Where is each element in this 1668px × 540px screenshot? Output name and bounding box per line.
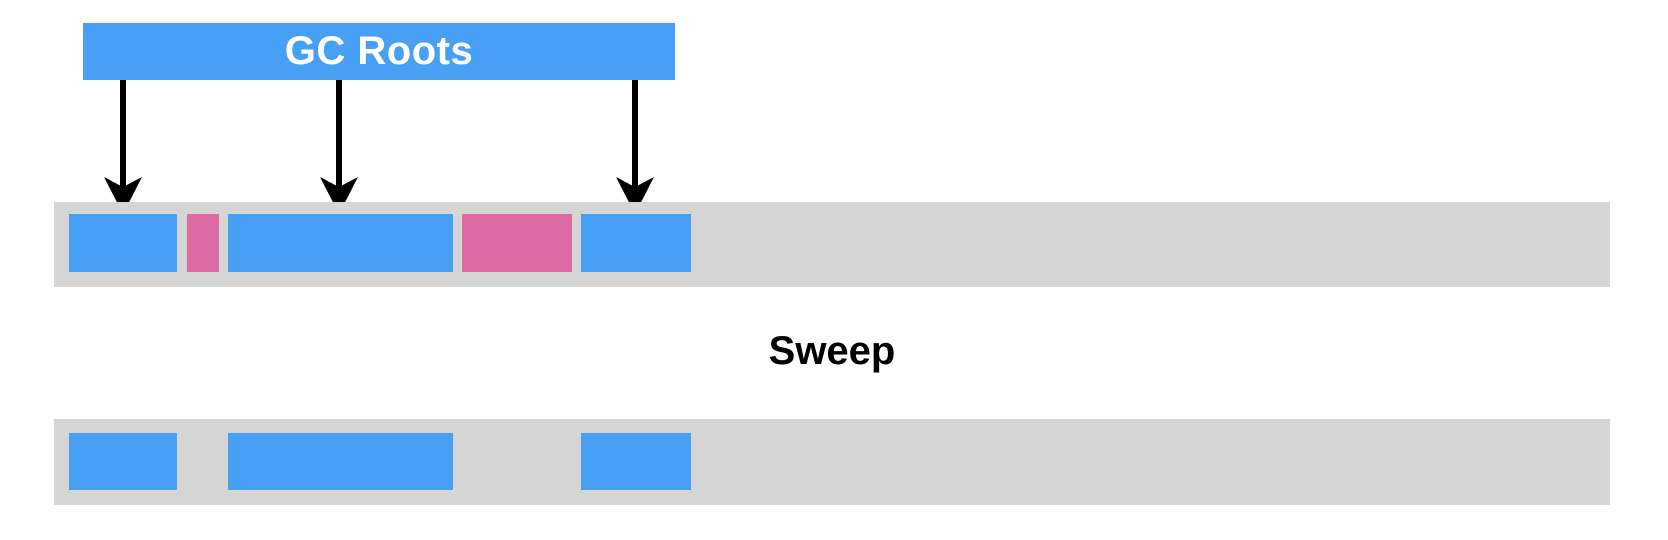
gc-root-arrow-3 — [616, 80, 654, 214]
heap-bar-before-sweep — [54, 202, 1610, 287]
heap-block-garbage-before-4 — [462, 214, 572, 272]
gc-roots-label: GC Roots — [284, 29, 474, 73]
heap-block-live-after-3 — [581, 433, 691, 490]
sweep-label-text: Sweep — [768, 329, 896, 373]
heap-block-live-after-1 — [69, 433, 177, 490]
heap-block-garbage-before-2 — [187, 214, 219, 272]
gc-root-arrow-1 — [104, 80, 142, 214]
heap-bar-after-sweep — [54, 419, 1610, 505]
gc-root-arrow-2 — [320, 80, 358, 214]
heap-block-live-after-2 — [228, 433, 453, 490]
heap-block-live-before-1 — [69, 214, 177, 272]
heap-block-live-before-3 — [228, 214, 453, 272]
heap-block-live-before-5 — [581, 214, 691, 272]
sweep-phase-label: Sweep — [54, 329, 1610, 373]
gc-roots-box: GC Roots — [83, 23, 675, 80]
